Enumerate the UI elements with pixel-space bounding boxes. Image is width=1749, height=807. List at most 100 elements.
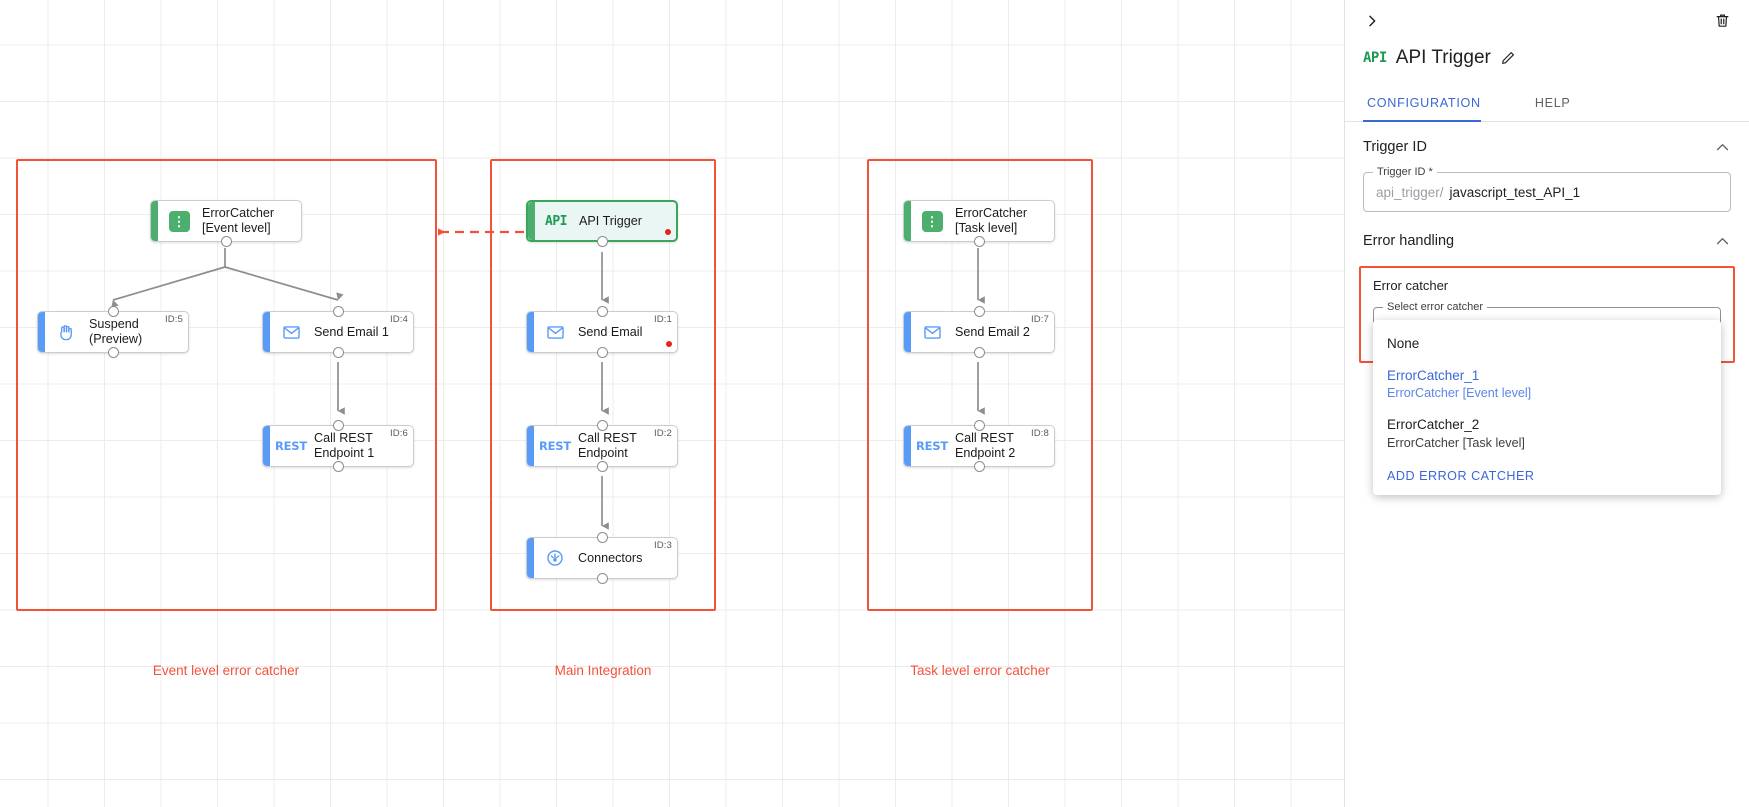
node-port-out[interactable] (220, 236, 232, 247)
panel-tabs: CONFIGURATION HELP (1345, 90, 1749, 122)
node-accent-bar (38, 312, 45, 352)
node-error-catcher-task-level[interactable]: ⋮ ErrorCatcher [Task level] (903, 200, 1055, 247)
pencil-icon[interactable] (1500, 50, 1516, 66)
node-port-out[interactable] (973, 461, 985, 472)
node-error-catcher-event-level[interactable]: ⋮ ErrorCatcher [Event level] (150, 200, 302, 247)
connectors-icon (538, 548, 572, 568)
node-port-out[interactable] (107, 347, 119, 358)
node-id-badge: ID:4 (390, 314, 408, 325)
dropdown-option-secondary: ErrorCatcher [Event level] (1387, 386, 1532, 401)
node-port-in[interactable] (596, 420, 608, 431)
section-title: Error handling (1363, 233, 1455, 249)
rest-icon: REST (538, 439, 572, 453)
node-port-out[interactable] (973, 236, 985, 247)
node-label: Call REST Endpoint 2 (955, 431, 1016, 460)
node-id-badge: ID:6 (390, 428, 408, 439)
dropdown-option-primary: ErrorCatcher_2 (1387, 417, 1480, 433)
node-port-in[interactable] (107, 306, 119, 317)
node-id-badge: ID:1 (654, 314, 672, 325)
chevron-right-icon[interactable] (1359, 8, 1385, 34)
chevron-up-icon[interactable] (1714, 233, 1731, 250)
group-label-event-level: Event level error catcher (152, 663, 300, 678)
node-port-in[interactable] (332, 306, 344, 317)
node-accent-bar (527, 426, 534, 466)
node-accent-bar (528, 202, 535, 240)
section-header-error-handling[interactable]: Error handling (1363, 216, 1731, 266)
section-header-trigger-id[interactable]: Trigger ID (1363, 122, 1731, 172)
trigger-id-input[interactable]: javascript_test_API_1 (1449, 184, 1581, 200)
node-label: Send Email 1 (314, 324, 389, 339)
workflow-canvas[interactable]: Event level error catcher Main Integrati… (0, 0, 1344, 807)
node-port-in[interactable] (596, 306, 608, 317)
trigger-id-field[interactable]: Trigger ID * api_trigger/ javascript_tes… (1363, 166, 1731, 212)
hand-suspend-icon (49, 323, 83, 342)
node-error-indicator (665, 229, 671, 235)
node-port-out[interactable] (973, 347, 985, 358)
node-label: ErrorCatcher [Task level] (955, 206, 1028, 235)
group-frame-main (490, 159, 716, 611)
node-api-trigger[interactable]: API API Trigger (526, 200, 678, 247)
node-label: Call REST Endpoint (578, 431, 637, 460)
node-id-badge: ID:5 (165, 314, 183, 325)
node-suspend[interactable]: Suspend (Preview) ID:5 (37, 306, 189, 358)
node-port-in[interactable] (973, 420, 985, 431)
node-call-rest-endpoint[interactable]: REST Call REST Endpoint ID:2 (526, 420, 678, 472)
dropdown-option-none[interactable]: None (1373, 328, 1721, 360)
dropdown-option-secondary: ErrorCatcher [Task level] (1387, 435, 1525, 450)
node-accent-bar (904, 426, 911, 466)
tab-configuration[interactable]: CONFIGURATION (1363, 90, 1497, 122)
node-label: API Trigger (579, 213, 642, 228)
group-frame-event-level (16, 159, 437, 611)
node-id-badge: ID:3 (654, 540, 672, 551)
node-connectors[interactable]: Connectors ID:3 (526, 532, 678, 584)
node-call-rest-endpoint-1[interactable]: REST Call REST Endpoint 1 ID:6 (262, 420, 414, 472)
dropdown-option-primary: None (1387, 336, 1420, 351)
error-catcher-dropdown-menu[interactable]: None ErrorCatcher_1 ErrorCatcher [Event … (1373, 320, 1721, 495)
dropdown-option-errorcatcher-2[interactable]: ErrorCatcher_2 ErrorCatcher [Task level] (1373, 409, 1721, 458)
select-error-catcher-legend: Select error catcher (1383, 301, 1487, 313)
node-send-email[interactable]: Send Email ID:1 (526, 306, 678, 358)
node-id-badge: ID:8 (1031, 428, 1049, 439)
rest-icon: REST (915, 439, 949, 453)
envelope-icon (274, 323, 308, 342)
section-title: Trigger ID (1363, 139, 1427, 155)
node-accent-bar (151, 201, 158, 241)
node-error-indicator (666, 341, 672, 347)
dropdown-option-primary: ErrorCatcher_1 (1387, 368, 1480, 384)
panel-topbar (1345, 0, 1749, 40)
error-catcher-label: Error catcher (1373, 278, 1449, 293)
trash-icon[interactable] (1711, 9, 1733, 31)
node-label: Send Email 2 (955, 324, 1030, 339)
node-label: Connectors (578, 550, 643, 565)
tab-help[interactable]: HELP (1534, 96, 1571, 110)
node-port-in[interactable] (973, 306, 985, 317)
error-catcher-icon: ⋮ (915, 210, 949, 232)
group-label-task-level: Task level error catcher (910, 663, 1050, 678)
chevron-up-icon[interactable] (1714, 139, 1731, 156)
node-label: ErrorCatcher [Event level] (202, 206, 275, 235)
node-label: Suspend (Preview) (89, 317, 143, 346)
section-error-handling: Error handling (1345, 216, 1749, 266)
node-port-out[interactable] (596, 573, 608, 584)
node-port-out[interactable] (332, 347, 344, 358)
node-accent-bar (263, 312, 270, 352)
error-catcher-icon: ⋮ (162, 210, 196, 232)
node-call-rest-endpoint-2[interactable]: REST Call REST Endpoint 2 ID:8 (903, 420, 1055, 472)
dropdown-option-errorcatcher-1[interactable]: ErrorCatcher_1 ErrorCatcher [Event level… (1373, 360, 1721, 409)
panel-title-row: API API Trigger (1345, 40, 1749, 76)
node-port-in[interactable] (596, 532, 608, 543)
api-icon: API (1363, 50, 1387, 66)
node-port-out[interactable] (596, 461, 608, 472)
node-send-email-2[interactable]: Send Email 2 ID:7 (903, 306, 1055, 358)
add-error-catcher-button[interactable]: ADD ERROR CATCHER (1387, 468, 1535, 483)
node-port-out[interactable] (596, 236, 608, 247)
envelope-icon (915, 323, 949, 342)
node-port-out[interactable] (596, 347, 608, 358)
node-accent-bar (263, 426, 270, 466)
node-port-in[interactable] (332, 420, 344, 431)
node-label: Call REST Endpoint 1 (314, 431, 375, 460)
node-accent-bar (904, 312, 911, 352)
node-send-email-1[interactable]: Send Email 1 ID:4 (262, 306, 414, 358)
rest-icon: REST (274, 439, 308, 453)
node-port-out[interactable] (332, 461, 344, 472)
